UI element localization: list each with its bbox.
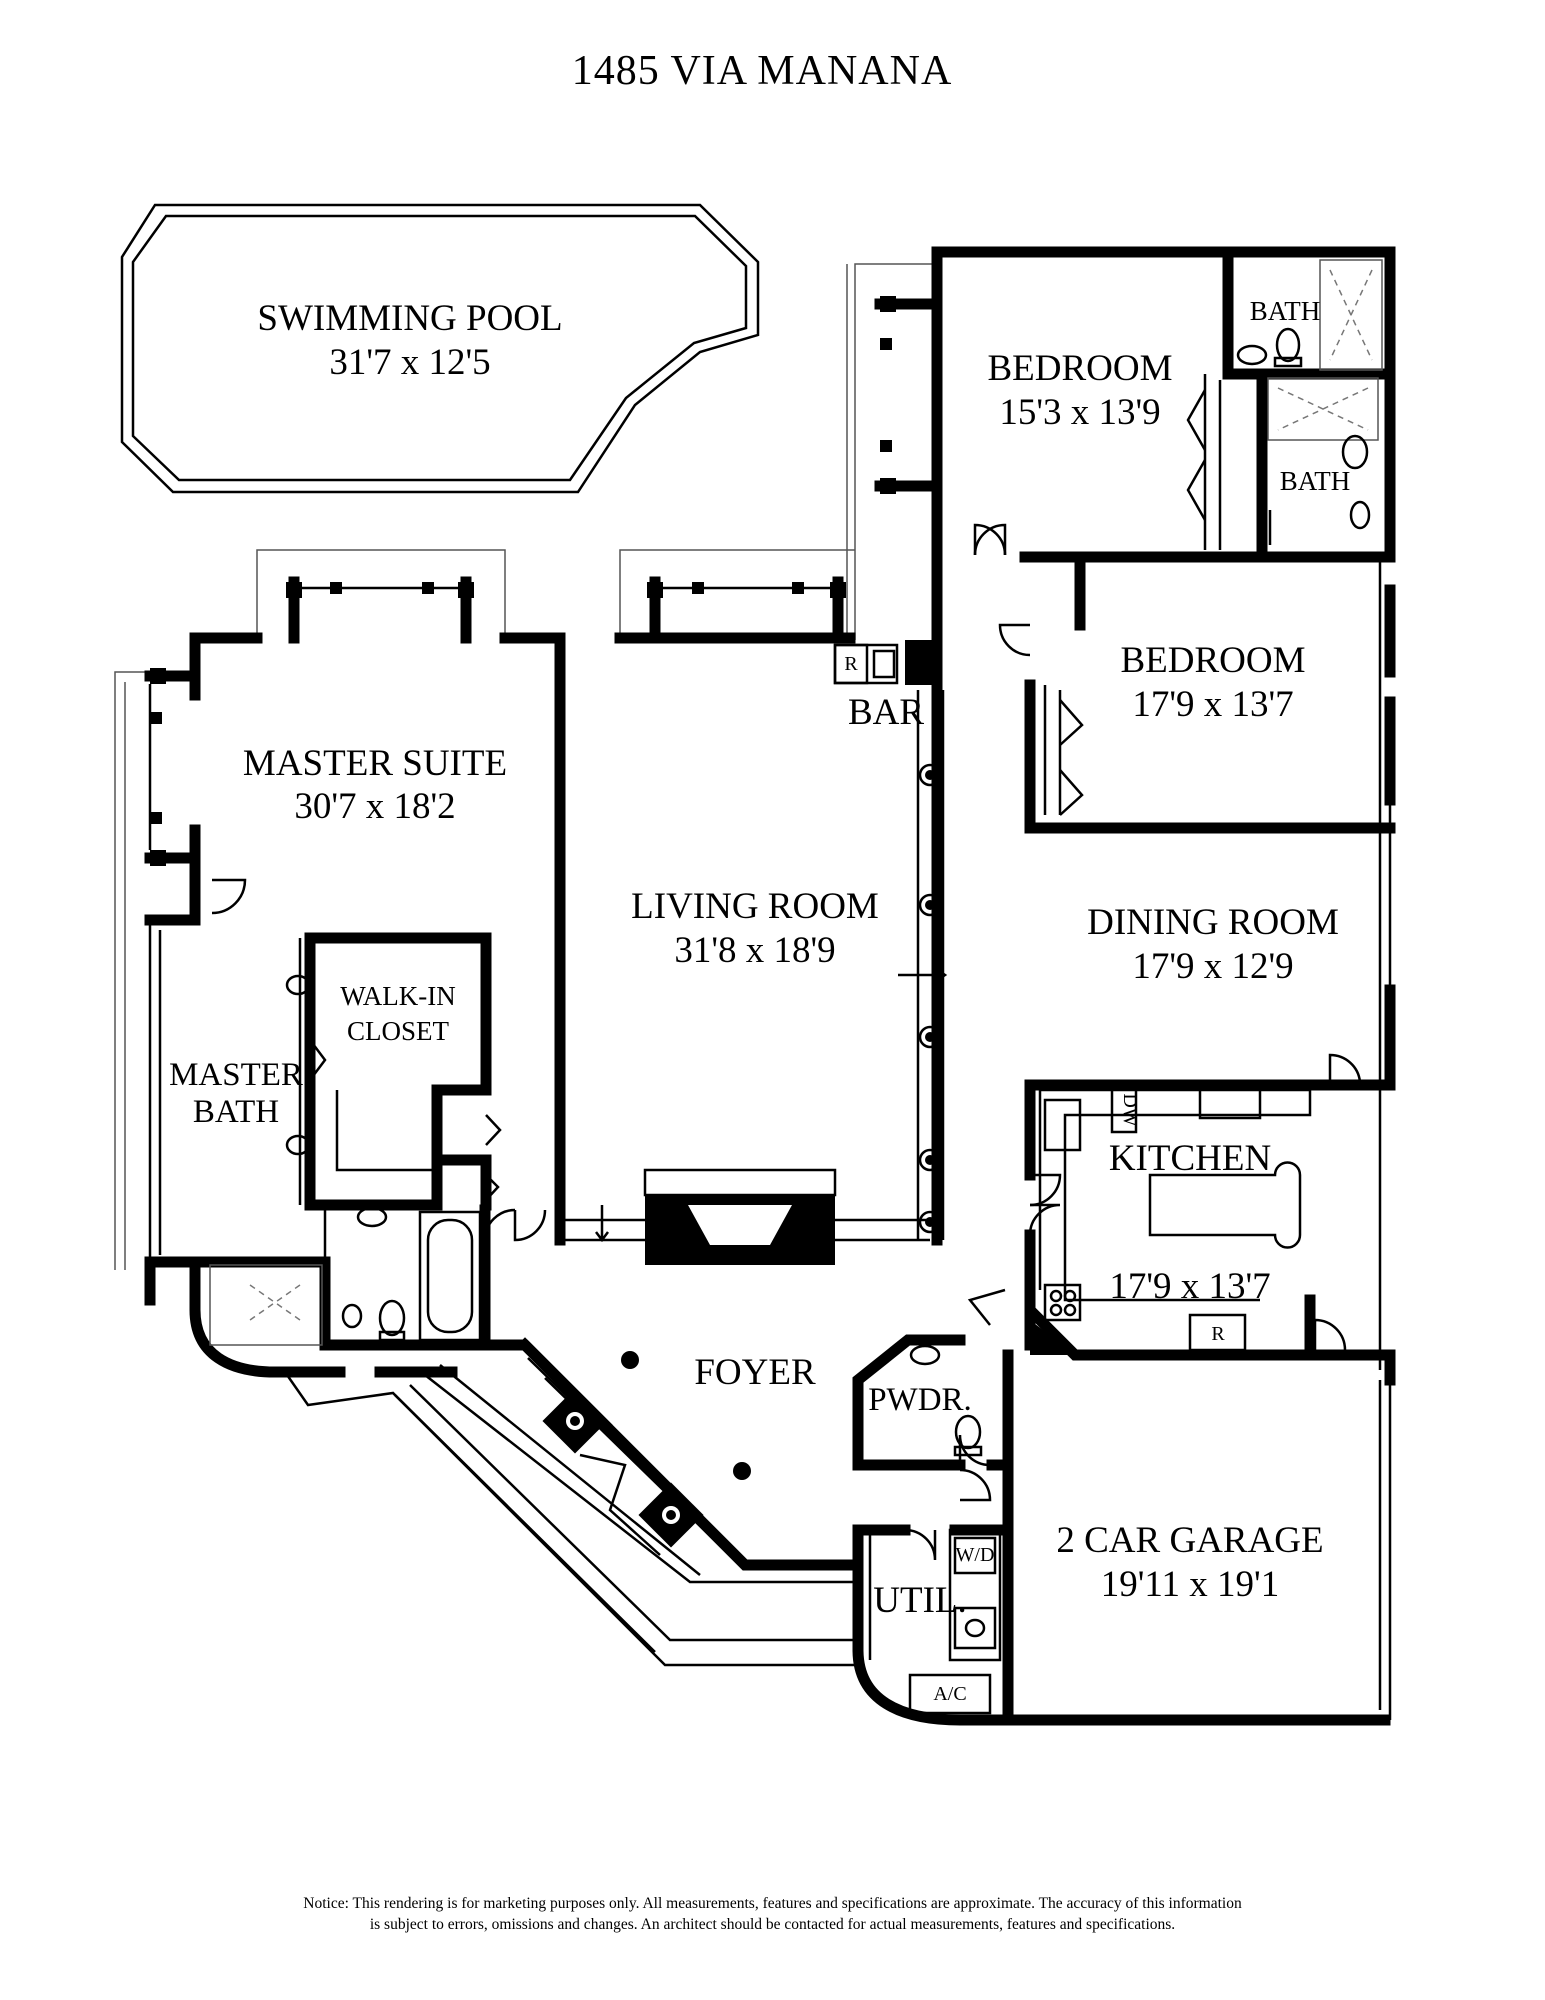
bath2-label: BATH: [1280, 466, 1351, 496]
master-bath-fixtures: [209, 938, 482, 1346]
master-suite-size: 30'7 x 18'2: [294, 786, 455, 827]
kitchen-cabinets: DW R: [1030, 1086, 1312, 1355]
powder-label: PWDR.: [868, 1382, 972, 1418]
doors: [211, 523, 1362, 1561]
notice-line-2: is subject to errors, omissions and chan…: [369, 1916, 1176, 1933]
bedroom2-closet: [1043, 685, 1084, 816]
kitchen-size: 17'9 x 13'7: [1109, 1266, 1270, 1307]
notice-line-1: Notice: This rendering is for marketing …: [303, 1895, 1242, 1912]
pool-size: 31'7 x 12'5: [329, 342, 490, 383]
bath1-label: BATH: [1250, 296, 1321, 326]
dining-room-label: DINING ROOM: [1087, 902, 1339, 943]
foyer-label: FOYER: [694, 1352, 816, 1393]
garage-label: 2 CAR GARAGE: [1056, 1520, 1323, 1561]
terrace-outlines: [114, 263, 937, 1270]
bedroom2-label: BEDROOM: [1120, 640, 1305, 681]
bath1-fixtures: [1236, 259, 1383, 371]
kitchen-label: KITCHEN: [1109, 1138, 1271, 1179]
powder-fixtures: [909, 1344, 983, 1457]
bar-fridge-label: R: [844, 653, 858, 675]
fireplace: [643, 1168, 837, 1265]
living-room-label: LIVING ROOM: [631, 886, 879, 927]
utility-label: UTIL.: [873, 1580, 967, 1621]
bedroom1-label: BEDROOM: [987, 348, 1172, 389]
bedroom1-closet: [1186, 374, 1222, 550]
window-bays: [144, 296, 943, 866]
dishwasher-label: DW: [1119, 1093, 1141, 1126]
bar-label: BAR: [848, 692, 924, 733]
master-bath-label-line1: MASTER: [169, 1057, 303, 1093]
plan-title: 1485 VIA MANANA: [572, 48, 953, 94]
master-suite-label: MASTER SUITE: [243, 743, 507, 784]
pool-label: SWIMMING POOL: [257, 298, 562, 339]
walkin-label-line2: CLOSET: [347, 1016, 450, 1046]
bedroom1-size: 15'3 x 13'9: [999, 392, 1160, 433]
swimming-pool: [120, 203, 760, 494]
garage-size: 19'11 x 19'1: [1101, 1564, 1279, 1605]
bar-counter: R: [833, 640, 937, 685]
dining-room-size: 17'9 x 12'9: [1132, 946, 1293, 987]
kitchen-fridge-label: R: [1211, 1323, 1225, 1345]
bath2-fixtures: [1267, 377, 1379, 545]
foyer-column: [733, 1462, 751, 1480]
closet-doors: [309, 1039, 502, 1201]
living-room-size: 31'8 x 18'9: [674, 930, 835, 971]
foyer-column: [621, 1351, 639, 1369]
master-bath-label-line2: BATH: [193, 1094, 279, 1130]
washer-dryer-label: W/D: [956, 1544, 995, 1566]
entry-steps: [283, 1357, 858, 1667]
bedroom2-size: 17'9 x 13'7: [1132, 684, 1293, 725]
ac-label: A/C: [933, 1683, 966, 1705]
utility-fixtures: W/D A/C: [868, 1528, 1002, 1715]
walkin-label-line1: WALK-IN: [340, 981, 455, 1011]
